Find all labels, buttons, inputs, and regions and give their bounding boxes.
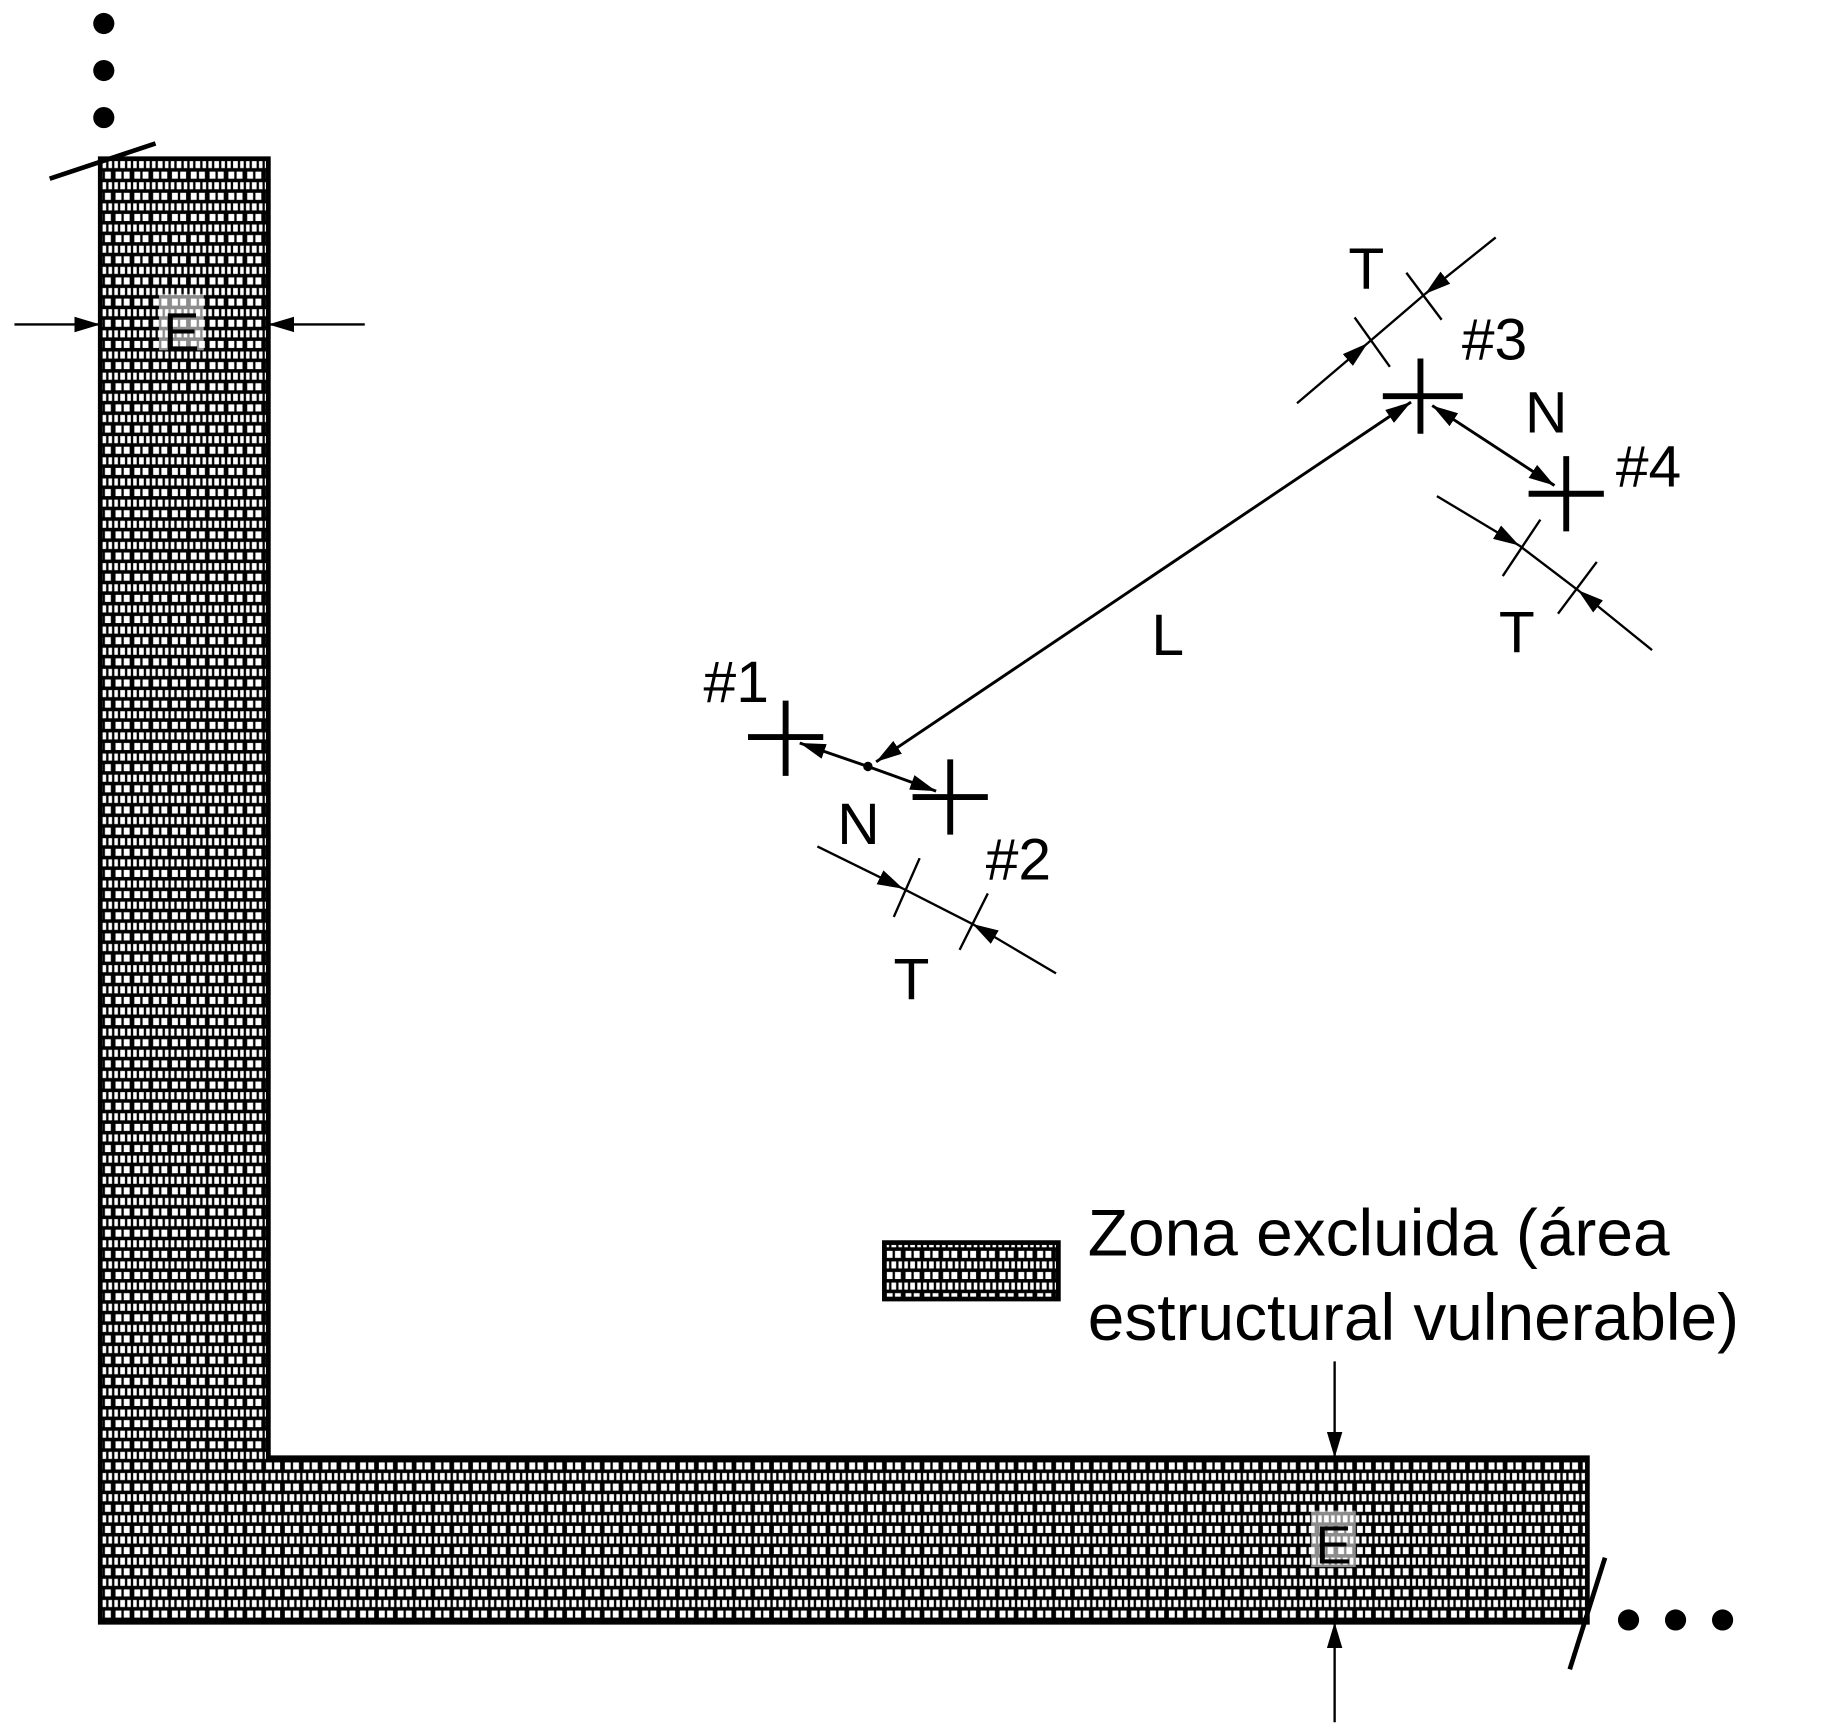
continuation-right — [1567, 1556, 1734, 1671]
continuation-dot — [1664, 1609, 1687, 1631]
point-4-label: #4 — [1616, 435, 1681, 500]
labels: #1 #2 #3 #4 N N L T T T — [704, 237, 1682, 1012]
l-shaped-wall — [97, 156, 1590, 1625]
tolerance-dim-3 — [1296, 236, 1497, 405]
n-line-1 — [867, 765, 937, 793]
midpoint-dot — [863, 761, 873, 772]
point-3-label: #3 — [1462, 308, 1527, 373]
continuation-dot — [1617, 1609, 1640, 1631]
tolerance-dim-2 — [816, 845, 1057, 975]
t-label-3: T — [1348, 237, 1384, 302]
measurement-points — [748, 358, 1604, 835]
n-label-2: N — [1525, 381, 1567, 446]
excluded-zone-walls — [97, 156, 1590, 1625]
legend-text-line1: Zona excluida (área — [1088, 1196, 1670, 1270]
continuation-dot — [93, 59, 115, 82]
continuation-top — [48, 12, 157, 181]
point-2-label: #2 — [986, 827, 1051, 892]
tolerance-dim-4 — [1436, 495, 1653, 652]
point-1-label: #1 — [704, 650, 769, 715]
n-line-2 — [1431, 404, 1556, 487]
n-label-1: N — [837, 792, 879, 857]
dimension-label-e: E — [1315, 1516, 1351, 1576]
l-line — [875, 400, 1412, 764]
dimension-e-bottom: E — [1311, 1361, 1356, 1723]
dimension-label-e: E — [163, 302, 199, 362]
legend-text-line2: estructural vulnerable) — [1088, 1280, 1739, 1354]
dimension-e-top: E — [14, 293, 365, 362]
distance-lines — [799, 400, 1556, 793]
tolerance-dimensions — [816, 236, 1653, 975]
t-label-4: T — [1499, 600, 1535, 665]
point-1-cross-icon — [748, 700, 824, 776]
point-3-cross-icon — [1382, 358, 1463, 434]
l-label: L — [1151, 603, 1184, 668]
continuation-dot — [93, 106, 115, 129]
point-4-cross-icon — [1528, 456, 1604, 532]
continuation-dot — [1711, 1609, 1734, 1631]
point-2-cross-icon — [912, 759, 988, 835]
continuation-dot — [93, 12, 115, 35]
t-label-2: T — [893, 947, 929, 1012]
legend-swatch — [882, 1240, 1061, 1302]
break-line — [1567, 1556, 1608, 1671]
legend: Zona excluida (área estructural vulnerab… — [882, 1196, 1739, 1354]
n-line-1 — [799, 741, 869, 768]
break-line — [48, 141, 157, 181]
